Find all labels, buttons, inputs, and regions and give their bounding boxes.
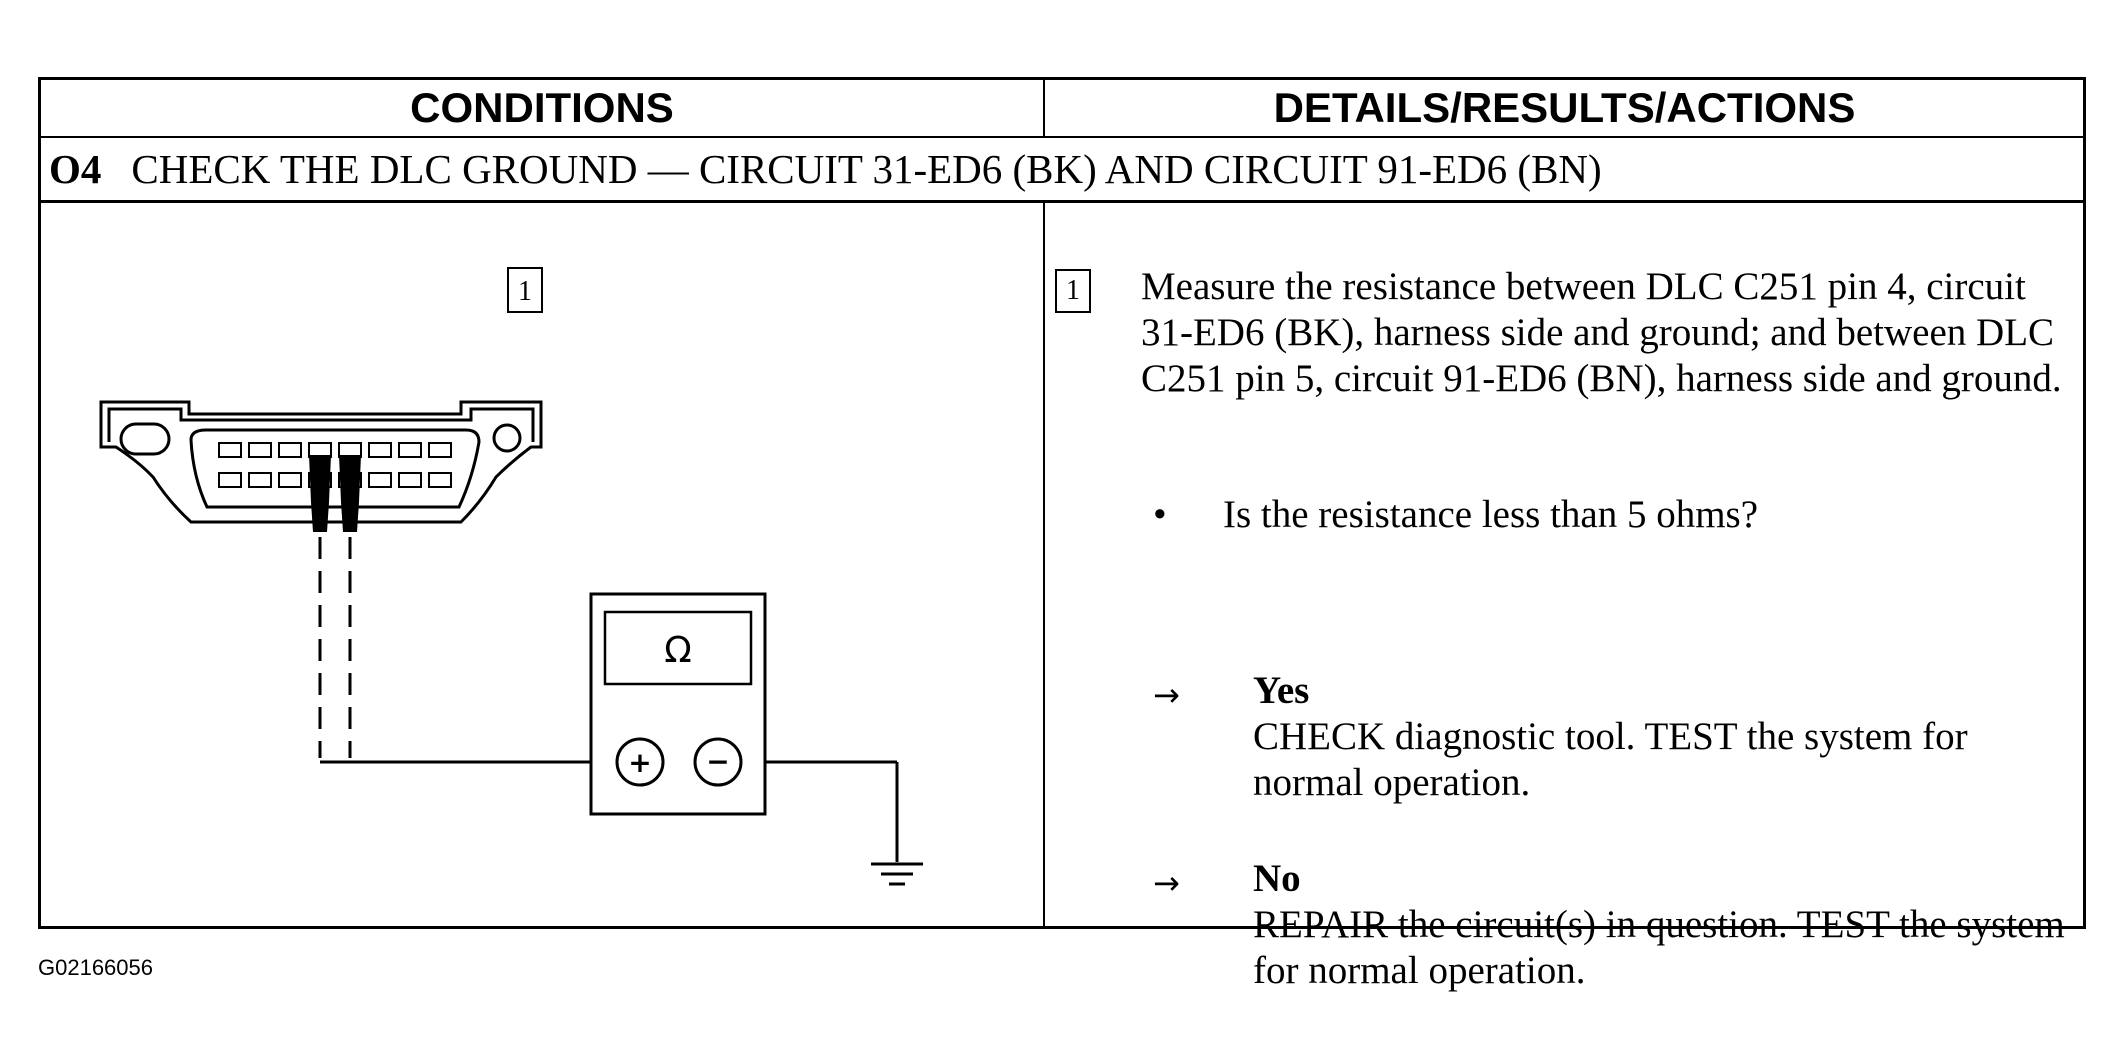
measure-instruction: Measure the resistance between DLC C251 … — [1141, 265, 2062, 400]
ohmmeter-icon: Ω + − — [589, 592, 767, 816]
no-action: REPAIR the circuit(s) in question. TEST … — [1253, 903, 2065, 992]
test-probes — [309, 455, 361, 532]
step-number: O4 — [49, 146, 102, 192]
test-leads — [318, 537, 899, 862]
procedure-table: CONDITIONS DETAILS/RESULTS/ACTIONS O4 CH… — [38, 77, 2086, 992]
details-column: 1 Measure the resistance between DLC C25… — [1045, 202, 2083, 992]
ground-icon — [871, 862, 923, 886]
step-title-row: O4 CHECK THE DLC GROUND — CIRCUIT 31-ED6… — [49, 138, 1602, 200]
yes-label: Yes — [1253, 669, 1310, 712]
plus-sign: + — [628, 746, 651, 779]
header-divider — [41, 136, 2083, 138]
yes-action: CHECK diagnostic tool. TEST the system f… — [1253, 715, 1968, 804]
details-header: DETAILS/RESULTS/ACTIONS — [1273, 84, 1856, 131]
yes-arrow-icon: → — [1153, 676, 1180, 714]
figure-id: G02166056 — [38, 955, 153, 980]
no-result: No REPAIR the circuit(s) in question. TE… — [1253, 856, 2073, 994]
diagram-callout-number: 1 — [518, 276, 532, 307]
bullet-icon: • — [1153, 493, 1167, 536]
positive-terminal-icon — [615, 737, 665, 787]
negative-terminal-icon — [693, 737, 743, 787]
dlc-pin-cavities — [218, 442, 452, 488]
ohm-symbol: Ω — [664, 630, 692, 671]
no-arrow-icon: → — [1153, 864, 1180, 902]
resistance-question: Is the resistance less than 5 ohms? — [1223, 493, 1759, 536]
dlc-ground-test-diagram: 1 — [99, 267, 923, 886]
step-divider — [41, 200, 2083, 203]
column-divider-body — [1043, 202, 1045, 926]
step-title: CHECK THE DLC GROUND — CIRCUIT 31-ED6 (B… — [131, 146, 1602, 192]
dlc-connector-icon — [99, 400, 543, 524]
yes-result: Yes CHECK diagnostic tool. TEST the syst… — [1253, 668, 2073, 806]
diagram-callout-box — [507, 267, 543, 313]
column-divider-top — [1043, 80, 1045, 136]
details-callout-box: 1 — [1055, 269, 1091, 313]
minus-sign: − — [706, 745, 729, 778]
conditions-header: CONDITIONS — [410, 84, 674, 131]
no-label: No — [1253, 857, 1301, 900]
